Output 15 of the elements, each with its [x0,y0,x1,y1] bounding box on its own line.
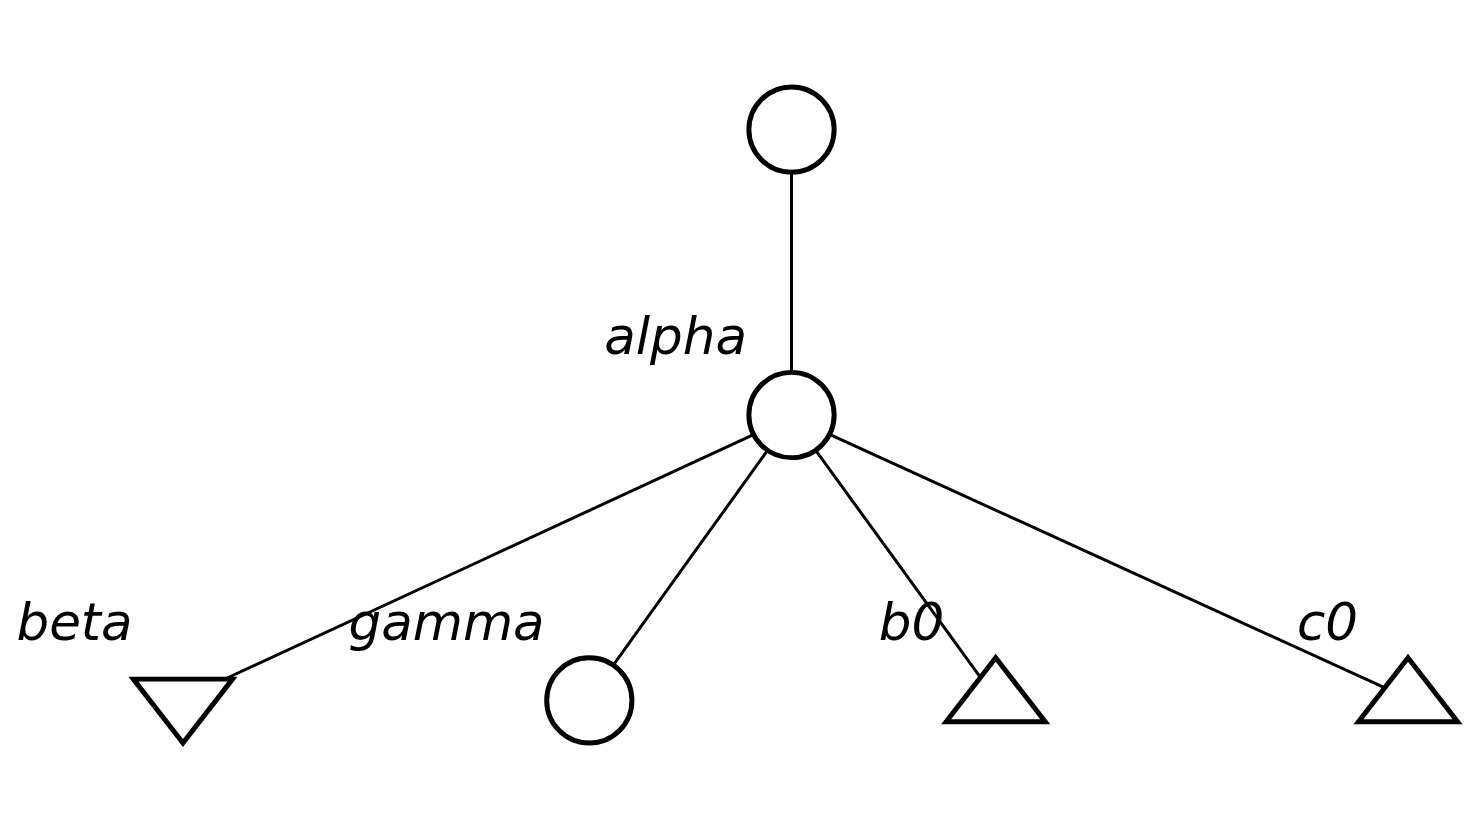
node-circle [746,369,837,461]
node-circle [544,655,635,746]
node-label: beta [16,591,133,652]
node-invtriangle [128,676,238,748]
connector [829,433,1386,690]
node-triangle [941,653,1051,725]
node-circle [746,84,837,175]
connector [814,449,982,678]
node-label: c0 [1297,591,1359,652]
node-label: b0 [878,591,945,652]
connector [612,449,769,666]
node-label: alpha [604,306,747,367]
connector [790,172,793,373]
node-label: gamma [348,591,545,652]
node-triangle [1353,653,1463,725]
